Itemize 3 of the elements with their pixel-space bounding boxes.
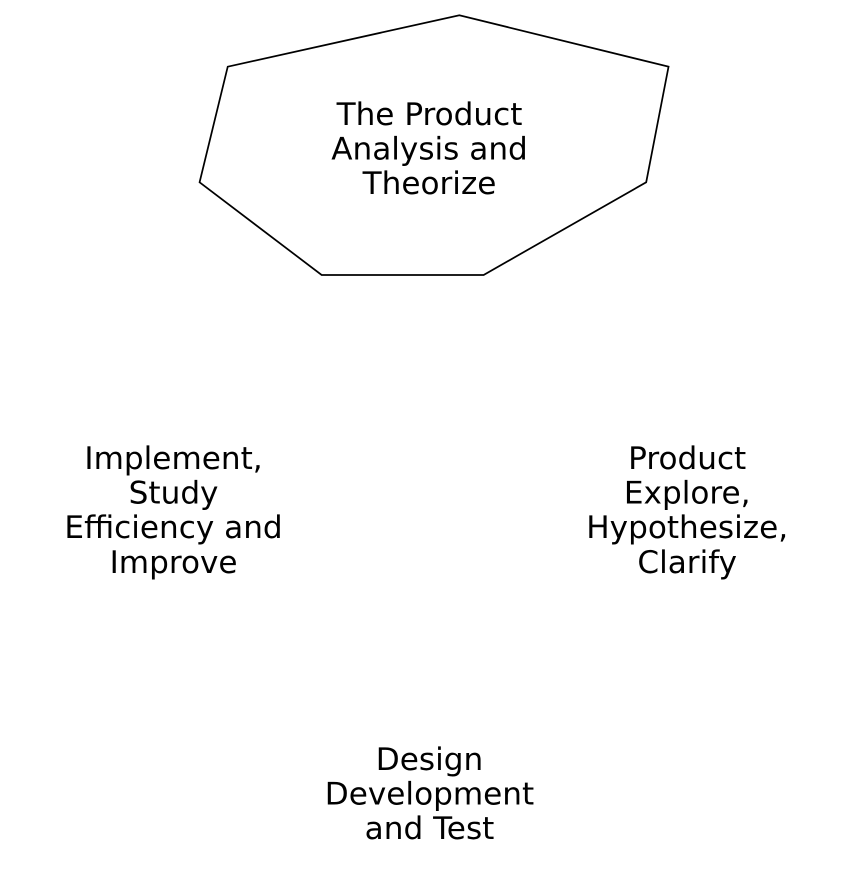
label: Design Development and Test [324, 742, 534, 848]
label: Product Explore, Hypothesize, Clarify [586, 441, 788, 581]
label: Implement, Study Efficiency and Improve [64, 441, 282, 581]
